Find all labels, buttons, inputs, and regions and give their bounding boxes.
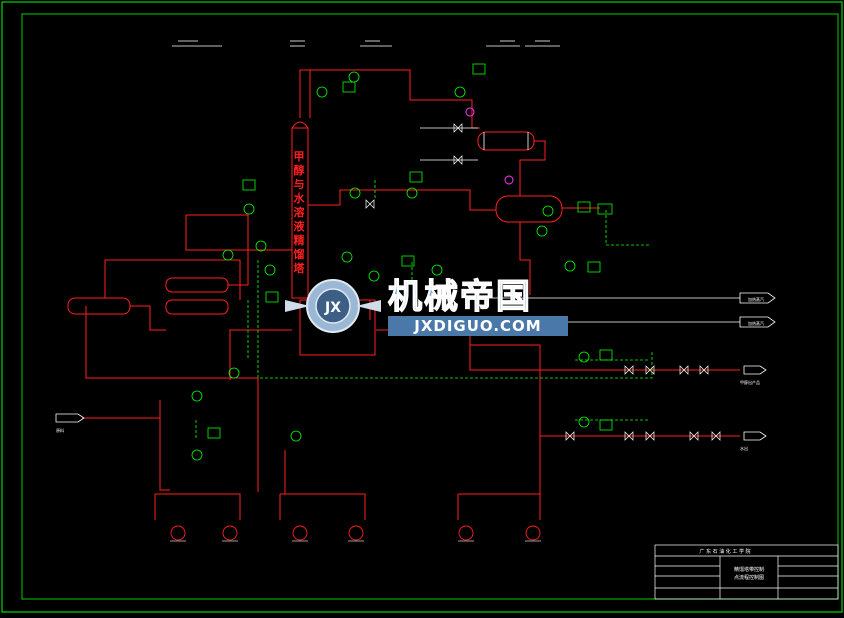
drawing-title-line-1: 精馏塔带控制 — [734, 566, 764, 573]
inner-frame — [21, 13, 839, 600]
pumps — [170, 525, 541, 541]
steam-out-1-arrow — [739, 292, 776, 304]
feed-in-label: 原料 — [56, 427, 64, 433]
steam-out-2-arrow — [739, 316, 776, 328]
feed-in-arrow — [55, 413, 85, 423]
column-title-char: 塔 — [294, 261, 307, 275]
watermark-name: 机械帝国 — [388, 277, 532, 317]
watermark-logo: JX — [285, 279, 381, 333]
methanol-product-arrow — [743, 365, 767, 375]
title-block — [654, 544, 839, 600]
instrument-panels — [207, 63, 613, 439]
watermark-url: JXDIGUO.COM — [413, 317, 541, 335]
svg-text:JX: JX — [324, 300, 341, 316]
column-title-char: 液 — [294, 219, 307, 233]
process-piping — [82, 69, 740, 520]
column-title-char: 溶 — [294, 205, 307, 219]
heat-exchanger-a — [165, 277, 229, 293]
valves — [365, 123, 721, 441]
water-out-label: 水出 — [740, 445, 748, 451]
equipment-header-labels — [172, 40, 560, 47]
column-title-char: 甲 — [294, 150, 307, 163]
water-out-arrow — [743, 431, 767, 441]
column-title-char: 与 — [294, 178, 307, 191]
purple-control-valves — [465, 107, 514, 185]
column-title-char: 精 — [294, 233, 307, 247]
heat-exchanger-b — [165, 299, 229, 315]
steam-out-2-label: 加热蒸汽 — [748, 320, 764, 326]
column-title-char: 醇 — [294, 163, 307, 177]
reflux-drum — [495, 195, 563, 223]
feed-preheater — [67, 297, 131, 315]
methanol-product-label: 甲醇出产品 — [740, 379, 760, 385]
column-title-char: 馏 — [294, 247, 307, 261]
column-title-char: 水 — [294, 191, 307, 205]
condenser — [477, 131, 535, 151]
steam-out-1-label: 加热蒸汽 — [748, 296, 764, 302]
school-name: 广 东 石 油 化 工 学 院 — [699, 548, 750, 555]
distillation-column: 甲醇与水溶液精馏塔 — [291, 121, 309, 299]
output-arrows — [55, 292, 776, 441]
watermark-url-band — [388, 316, 568, 336]
drawing-title-line-2: 点流程控制图 — [734, 574, 764, 581]
column-title: 甲醇与水溶液精馏塔 — [294, 150, 307, 275]
instrument-bubbles — [191, 71, 590, 461]
